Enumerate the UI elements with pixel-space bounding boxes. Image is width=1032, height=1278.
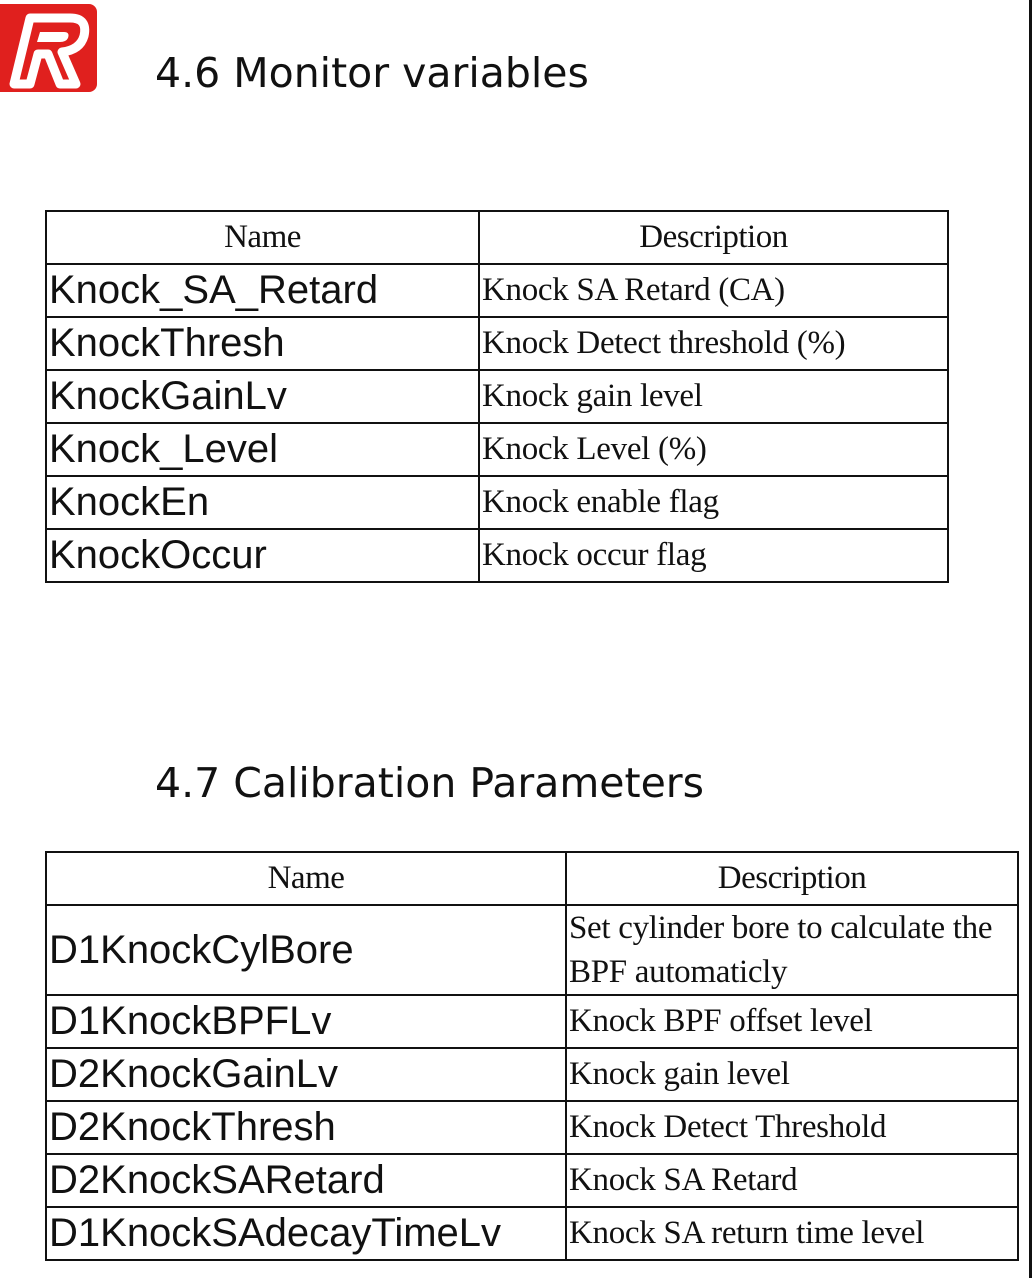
column-header-description: Description [478, 210, 949, 265]
table-row: KnockOccur Knock occur flag [45, 528, 949, 583]
parameter-description: Knock Detect Threshold [565, 1100, 1019, 1155]
table-header-row: Name Description [45, 210, 949, 265]
table-row: D2KnockThresh Knock Detect Threshold [45, 1100, 1019, 1155]
section-title-monitor-variables: 4.6 Monitor variables [155, 49, 589, 97]
parameter-name: D1KnockCylBore [45, 904, 567, 996]
parameter-description: Knock SA return time level [565, 1206, 1019, 1261]
column-header-name: Name [45, 210, 480, 265]
variable-name: KnockEn [45, 475, 480, 530]
section-title-calibration-parameters: 4.7 Calibration Parameters [155, 759, 705, 807]
table-row: D1KnockBPFLv Knock BPF offset level [45, 994, 1019, 1049]
table-row: D2KnockSARetard Knock SA Retard [45, 1153, 1019, 1208]
table-row: D1KnockCylBore Set cylinder bore to calc… [45, 904, 1019, 996]
brand-r-logo-glyph [9, 13, 90, 89]
table-row: Knock_SA_Retard Knock SA Retard (CA) [45, 263, 949, 318]
parameter-name: D2KnockSARetard [45, 1153, 567, 1208]
column-header-description: Description [565, 851, 1019, 906]
parameter-description: Set cylinder bore to calculate the BPF a… [565, 904, 1019, 996]
variable-name: Knock_Level [45, 422, 480, 477]
brand-r-logo-icon [0, 4, 97, 92]
table-row: Knock_Level Knock Level (%) [45, 422, 949, 477]
parameter-name: D1KnockSAdecayTimeLv [45, 1206, 567, 1261]
table-row: D2KnockGainLv Knock gain level [45, 1047, 1019, 1102]
variable-description: Knock occur flag [478, 528, 949, 583]
parameter-description: Knock BPF offset level [565, 994, 1019, 1049]
parameter-description: Knock SA Retard [565, 1153, 1019, 1208]
variable-description: Knock Detect threshold (%) [478, 316, 949, 371]
variable-description: Knock SA Retard (CA) [478, 263, 949, 318]
table-row: KnockGainLv Knock gain level [45, 369, 949, 424]
variable-name: KnockGainLv [45, 369, 480, 424]
calibration-parameters-table: Name Description D1KnockCylBore Set cyli… [45, 851, 1019, 1261]
variable-description: Knock enable flag [478, 475, 949, 530]
parameter-name: D1KnockBPFLv [45, 994, 567, 1049]
monitor-variables-table: Name Description Knock_SA_Retard Knock S… [45, 210, 949, 583]
parameter-description: Knock gain level [565, 1047, 1019, 1102]
column-header-name: Name [45, 851, 567, 906]
table-row: KnockThresh Knock Detect threshold (%) [45, 316, 949, 371]
variable-description: Knock gain level [478, 369, 949, 424]
variable-name: KnockOccur [45, 528, 480, 583]
table-row: D1KnockSAdecayTimeLv Knock SA return tim… [45, 1206, 1019, 1261]
table-header-row: Name Description [45, 851, 1019, 906]
variable-name: Knock_SA_Retard [45, 263, 480, 318]
parameter-name: D2KnockGainLv [45, 1047, 567, 1102]
parameter-name: D2KnockThresh [45, 1100, 567, 1155]
table-row: KnockEn Knock enable flag [45, 475, 949, 530]
variable-name: KnockThresh [45, 316, 480, 371]
variable-description: Knock Level (%) [478, 422, 949, 477]
page-right-rule [1029, 0, 1032, 1278]
